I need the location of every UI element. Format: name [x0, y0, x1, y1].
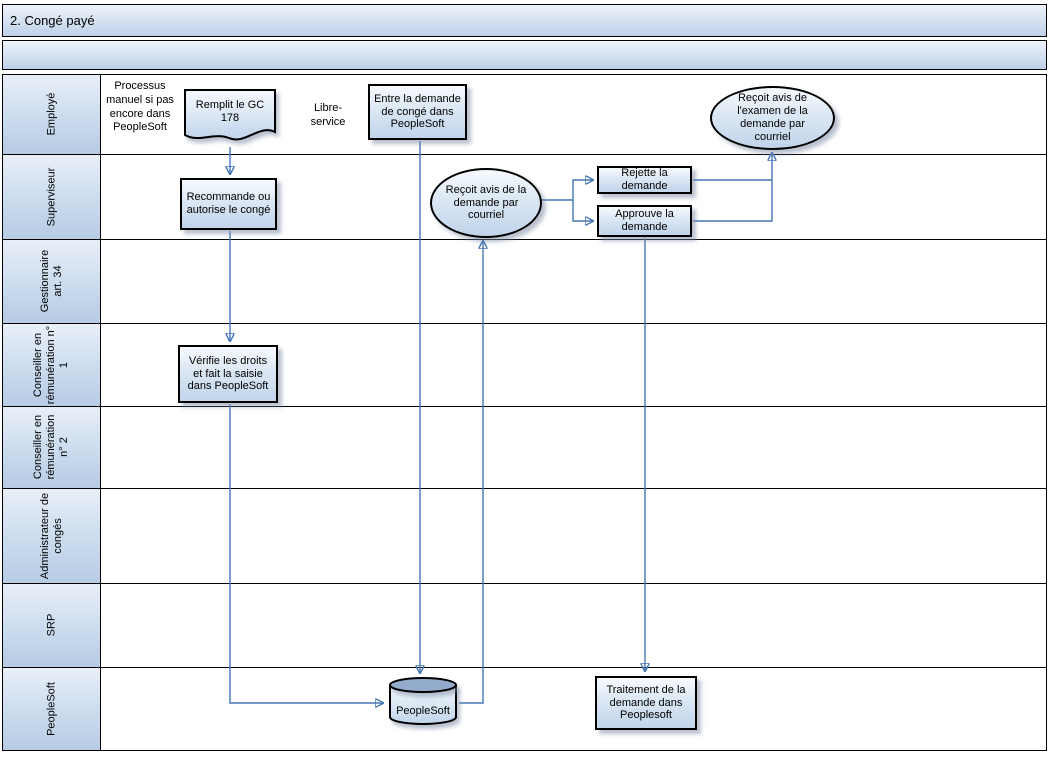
lane-label: Employé — [44, 92, 57, 136]
lane-header-employe: Employé — [3, 75, 101, 154]
node-entre-demande: Entre la demande de congé dans PeopleSof… — [368, 84, 467, 140]
lane-label: PeopleSoft — [44, 682, 57, 737]
lane-conseiller-2: Conseiller en rémunération n° 2 — [3, 407, 1046, 489]
node-label: Traitement de la demande dans Peoplesoft — [606, 683, 686, 722]
lane-body-peoplesoft — [101, 668, 1046, 750]
lane-header-conseiller-2: Conseiller en rémunération n° 2 — [3, 407, 101, 488]
node-recoit-avis-examen: Reçoit avis de l'examen de la demande pa… — [710, 86, 835, 150]
phase-band — [2, 40, 1047, 70]
database-shape-peoplesoft — [389, 677, 457, 725]
diagram-title: 2. Congé payé — [10, 13, 95, 28]
node-label: Entre la demande de congé dans PeopleSof… — [374, 92, 461, 131]
lane-header-srp: SRP — [3, 583, 101, 668]
lane-header-superviseur: Superviseur — [3, 154, 101, 239]
lane-label: Administrateur de congés — [38, 492, 64, 579]
lane-header-conseiller-1: Conseiller en rémunération n° 1 — [3, 324, 101, 407]
node-label: Reçoit avis de l'examen de la demande pa… — [737, 92, 808, 143]
lane-header-peoplesoft: PeopleSoft — [3, 668, 101, 750]
lane-srp: SRP — [3, 583, 1046, 669]
node-recoit-avis-demande: Reçoit avis de la demande par courriel — [430, 168, 542, 238]
lane-gestionnaire: Gestionnaire art. 34 — [3, 239, 1046, 325]
lane-peoplesoft: PeopleSoft — [3, 668, 1046, 750]
note-manual-process: Processus manuel si pas encore dans Peop… — [106, 80, 174, 134]
lane-administrateur: Administrateur de congés — [3, 488, 1046, 584]
node-rejette-demande: Rejette la demande — [597, 166, 692, 194]
node-label: Recommande ou autorise le congé — [186, 191, 271, 216]
lane-label: Conseiller en rémunération n° 2 — [31, 414, 71, 480]
node-peoplesoft-db-label: PeopleSoft — [396, 704, 450, 717]
lane-header-gestionnaire: Gestionnaire art. 34 — [3, 239, 101, 324]
swimlane-grid: Employé Superviseur Gestionnaire art. 34… — [2, 74, 1047, 751]
node-label: Vérifie les droits et fait la saisie dan… — [187, 354, 269, 393]
lane-label: Superviseur — [44, 167, 57, 226]
lane-body-gestionnaire — [101, 239, 1046, 324]
lane-label: Gestionnaire art. 34 — [38, 250, 64, 313]
node-remplit-gc178-label: Remplit le GC 178 — [195, 99, 265, 124]
node-label: Approuve la demande — [615, 208, 674, 233]
lane-label: Conseiller en rémunération n° 1 — [31, 325, 71, 405]
document-shape-remplit-gc178 — [184, 89, 276, 141]
lane-header-administrateur: Administrateur de congés — [3, 488, 101, 583]
node-traitement-demande: Traitement de la demande dans Peoplesoft — [595, 676, 697, 730]
node-approuve-demande: Approuve la demande — [597, 205, 692, 237]
node-label: Rejette la demande — [621, 167, 668, 192]
node-label: Reçoit avis de la demande par courriel — [445, 183, 527, 222]
diagram-title-bar: 2. Congé payé — [2, 4, 1047, 37]
lane-body-srp — [101, 583, 1046, 668]
node-recommande-autorise: Recommande ou autorise le congé — [180, 178, 277, 230]
lane-conseiller-1: Conseiller en rémunération n° 1 — [3, 324, 1046, 408]
lane-body-conseiller-2 — [101, 407, 1046, 488]
note-self-service: Libre-service — [310, 102, 346, 128]
node-verifie-droits: Vérifie les droits et fait la saisie dan… — [178, 345, 278, 403]
lane-label: SRP — [44, 614, 57, 637]
lane-body-administrateur — [101, 488, 1046, 583]
